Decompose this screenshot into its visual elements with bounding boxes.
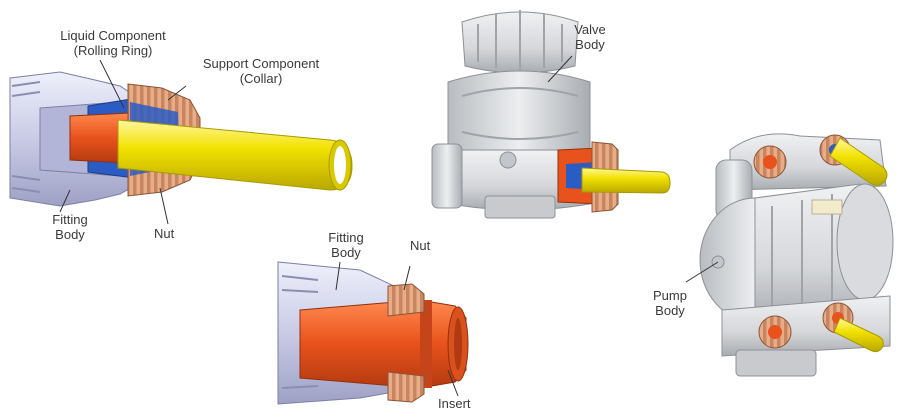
leader-lines [59,55,719,397]
label-pump-body: Pump Body [640,288,700,318]
label-pump-body-line2: Body [655,303,685,318]
label-fitting-body-1-line2: Body [55,227,85,242]
label-valve-body-line1: Valve [574,22,606,37]
label-valve-body: Valve Body [560,22,620,52]
leader-nut-2 [403,265,411,291]
label-liquid-component-line1: Liquid Component [60,28,166,43]
label-fitting-body-2-line1: Fitting [328,230,364,245]
leader-support-component [167,85,187,101]
label-valve-body-line2: Body [575,37,605,52]
label-fitting-body-1: Fitting Body [40,212,100,242]
label-liquid-component-line2: (Rolling Ring) [73,43,153,58]
label-fitting-body-2-line2: Body [331,245,361,260]
label-insert: Insert [438,396,471,411]
leader-insert [447,369,459,397]
label-support-component-line2: (Collar) [239,71,283,86]
leader-pump-body [685,261,719,283]
label-fitting-body-2: Fitting Body [316,230,376,260]
fitting-assembly-2 [277,261,469,405]
leader-liquid-component [99,59,125,109]
fitting-assembly-1 [9,71,353,207]
label-support-component: Support Component (Collar) [186,56,336,86]
label-pump-body-line1: Pump [653,288,687,303]
leader-fitting-body-2 [335,261,341,291]
label-fitting-body-1-line1: Fitting [52,212,88,227]
label-liquid-component: Liquid Component (Rolling Ring) [38,28,188,58]
label-nut-1: Nut [154,226,175,241]
leader-valve-body [547,55,573,83]
leader-fitting-body-1 [59,189,71,213]
leader-nut-1 [159,187,169,225]
pump-assembly [699,133,894,377]
label-nut-2: Nut [410,238,431,253]
valve-assembly [431,10,671,219]
label-support-component-line1: Support Component [202,56,320,71]
